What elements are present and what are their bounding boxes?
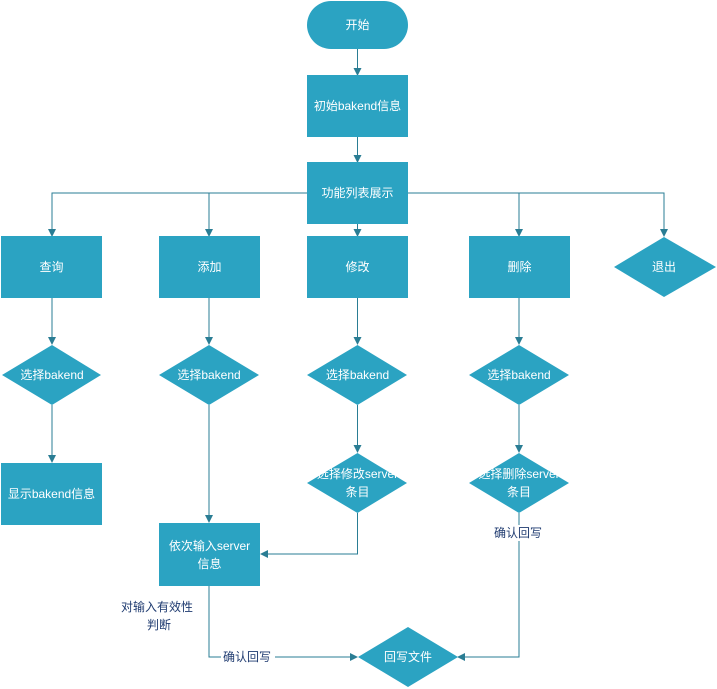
start-label: 开始 — [345, 18, 369, 32]
delete-server-label-line2: 条目 — [507, 485, 531, 499]
menu-process — [307, 162, 408, 224]
modify-select-decision — [307, 345, 407, 405]
validate-label-bg — [118, 598, 200, 634]
validate-label-line1: 对输入有效性 — [121, 599, 193, 614]
write-file-decision — [358, 627, 458, 687]
query-select-decision — [2, 345, 101, 405]
init-label: 初始bakend信息 — [314, 98, 401, 113]
modify-server-label-line2: 条目 — [345, 485, 369, 499]
query-process — [1, 236, 102, 298]
delete-label: 删除 — [507, 259, 531, 274]
modify-select-label: 选择bakend — [326, 368, 389, 382]
confirm-right-label: 确认回写 — [494, 526, 542, 540]
input-server-label-line2: 信息 — [197, 556, 221, 571]
modify-server-label-line1: 选择修改server — [317, 466, 398, 481]
add-process — [159, 236, 260, 298]
add-select-decision — [159, 345, 259, 405]
modify-server-decision — [307, 453, 407, 513]
input-server-process — [159, 523, 260, 586]
write-file-label: 回写文件 — [384, 649, 432, 664]
exit-decision — [614, 237, 716, 297]
edge-menu-to-query — [48, 192, 307, 237]
show-info-label: 显示bakend信息 — [8, 486, 95, 501]
delete-server-label-line1: 选择删除server — [478, 466, 559, 481]
menu-label: 功能列表展示 — [321, 186, 393, 200]
input-server-label-line1: 依次输入server — [169, 538, 250, 553]
exit-label: 退出 — [652, 260, 676, 274]
add-select-label: 选择bakend — [177, 368, 240, 382]
init-process — [307, 75, 408, 137]
query-label: 查询 — [39, 260, 63, 274]
delete-select-decision — [469, 345, 569, 405]
edge-menu-to-delete — [408, 192, 523, 237]
confirm-right-bg — [492, 525, 546, 541]
delete-process — [469, 236, 570, 298]
confirm-left-bg — [221, 649, 275, 665]
edge-delete-server-to-write — [457, 513, 520, 661]
edge-menu-to-exit — [519, 192, 668, 237]
query-select-label: 选择bakend — [20, 368, 83, 382]
modify-process — [307, 236, 408, 298]
edge-modify-server-to-input — [260, 513, 358, 558]
delete-server-decision — [469, 453, 569, 513]
modify-label: 修改 — [345, 259, 369, 274]
confirm-left-label: 确认回写 — [223, 650, 271, 664]
edge-input-to-write — [208, 586, 358, 661]
add-label: 添加 — [197, 260, 221, 274]
show-info-process — [1, 463, 102, 525]
start-terminal — [307, 1, 408, 49]
delete-select-label: 选择bakend — [487, 368, 550, 382]
validate-label-line2: 判断 — [147, 617, 171, 632]
